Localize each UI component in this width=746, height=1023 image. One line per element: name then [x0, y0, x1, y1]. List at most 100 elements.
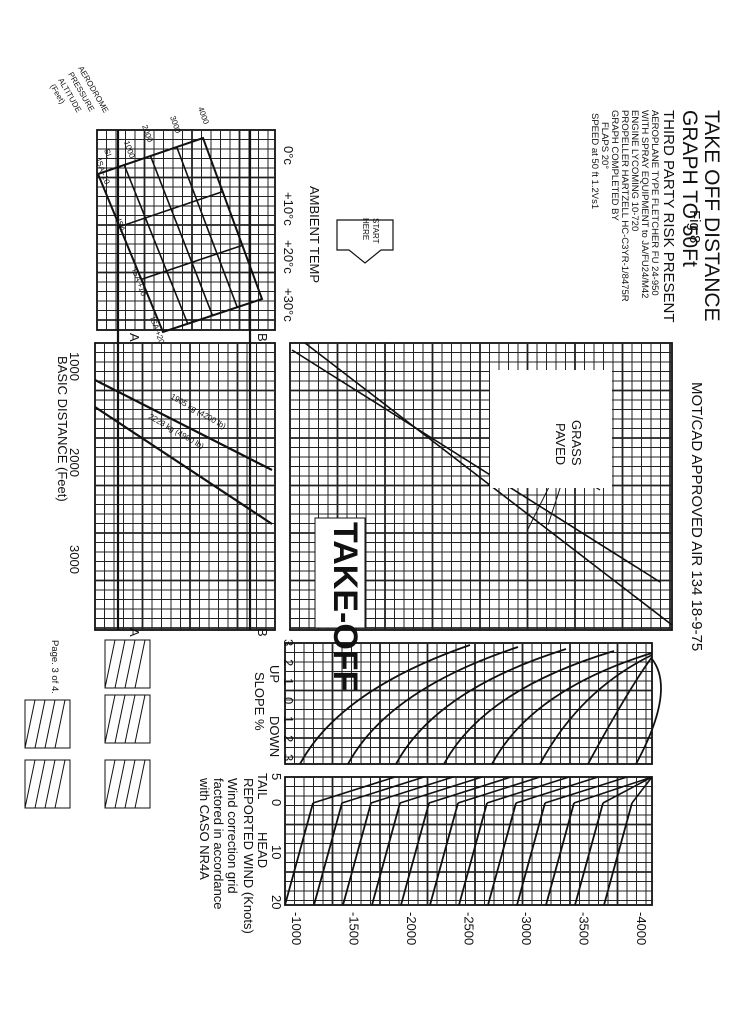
- altitude-label: SL: [102, 148, 114, 161]
- wind-head-line: [603, 802, 633, 906]
- result-distance-tick: -1500: [347, 912, 362, 945]
- wind-head-line: [574, 802, 604, 906]
- paved-label: PAVED: [553, 423, 568, 465]
- slope-tick: 0: [281, 697, 296, 704]
- result-distance-tick: -4000: [634, 912, 649, 945]
- wind-tail-line: [341, 776, 425, 804]
- surface-blank-area: [490, 370, 612, 488]
- ref-line-a-label: A: [127, 628, 142, 637]
- result-distance-tick: -2500: [462, 912, 477, 945]
- thumbnail-line: [34, 699, 46, 749]
- slope-curve: [347, 646, 519, 765]
- wind-tail-line: [602, 776, 653, 804]
- wind-head-line: [516, 802, 546, 906]
- temp-tick: +20°c: [281, 240, 296, 274]
- ref-line-b-label: B: [255, 628, 270, 637]
- paved-line: [291, 349, 661, 583]
- detail-line: ENGINE LYCOMING 10-720: [629, 110, 640, 231]
- thumbnail-line: [124, 694, 136, 744]
- wind-head-line: [400, 802, 430, 906]
- thumbnail-line: [134, 639, 146, 689]
- thumbnail-2: [104, 694, 151, 744]
- detail-line: GRAPH COMPLETED BY: [609, 110, 620, 222]
- result-distance-tick: -3000: [519, 912, 534, 945]
- grass-label: GRASS: [569, 420, 584, 466]
- slope-axis-label: SLOPE %: [252, 672, 267, 731]
- thumbnail-line: [124, 639, 136, 689]
- thumbnail-line: [134, 694, 146, 744]
- thumbnail-line: [104, 694, 116, 744]
- thumbnail-1: [104, 639, 151, 689]
- take-off-label: TAKE-OFF: [326, 522, 364, 691]
- start-label: START: [371, 218, 380, 244]
- thumbnail-line: [104, 759, 116, 809]
- chart-title: TAKE OFF DISTANCE: [700, 110, 723, 322]
- thumbnail-line: [104, 639, 116, 689]
- wind-tail-line: [544, 776, 628, 804]
- page-number: Page. 3 of 4.: [49, 640, 60, 694]
- wind-head-line: [429, 802, 459, 906]
- wind-tail-line: [312, 776, 396, 804]
- altitude-line: [123, 164, 189, 325]
- wind-head-line: [545, 802, 575, 906]
- wind-tail-line: [428, 776, 512, 804]
- basic-distance-grid: [94, 342, 276, 631]
- altitude-line: [149, 155, 214, 316]
- slope-curve: [395, 648, 567, 765]
- ref-line-b-label: B: [255, 333, 270, 342]
- thumbnail-frame: [104, 694, 151, 744]
- thumbnail-line: [134, 759, 146, 809]
- thumbnail-frame: [24, 759, 71, 809]
- distance-tick: 1000: [67, 352, 82, 381]
- temp-axis-label: AMBIENT TEMP: [307, 186, 322, 283]
- slope-curve: [539, 654, 653, 765]
- slope-curve: [587, 656, 653, 765]
- isa-label: ISA: [114, 218, 127, 234]
- slope-tick: 3: [281, 754, 296, 761]
- temp-tick: +10°c: [281, 192, 296, 226]
- temp-tick: +30°c: [281, 288, 296, 322]
- fig-label: Fig.8: [686, 210, 703, 243]
- slope-up-label: UP: [267, 665, 282, 683]
- wind-note: factored in accordance: [211, 778, 226, 910]
- temp-tick: 0°c: [281, 146, 296, 165]
- slope-down-label: DOWN: [267, 716, 282, 757]
- result-distance-ticks: -1000 -1500 -2000 -2500 -3000 -3500 -4000: [289, 912, 649, 945]
- thumbnail-frame: [24, 699, 71, 749]
- wind-note: Wind correction grid: [225, 778, 240, 894]
- thumbnail-frame: [104, 759, 151, 809]
- detail-line: WITH SPRAY EQUIPMENT to JA/FU24/M42: [639, 110, 650, 298]
- wind-note: with CASO NR4A: [197, 777, 212, 880]
- wind-grid-border: [284, 776, 653, 906]
- result-distance-tick: -2000: [404, 912, 419, 945]
- wind-head-line: [313, 802, 343, 906]
- wind-tail-line: [370, 776, 454, 804]
- altitude-label: 4000: [196, 106, 211, 126]
- slope-grid: [284, 642, 653, 765]
- wind-tick: 10: [269, 845, 284, 859]
- slope-tick: 1: [281, 678, 296, 685]
- thumbnail-line: [44, 699, 56, 749]
- result-distance-tick: -1000: [289, 912, 304, 945]
- here-label: HERE: [361, 218, 370, 240]
- altitude-line: [176, 146, 238, 308]
- wind-tick: 5: [269, 773, 284, 780]
- isa-line: [119, 190, 223, 228]
- slope-curve: [635, 658, 662, 765]
- detail-line: AEROPLANE TYPE FLETCHER FU 24-950: [649, 110, 660, 296]
- wind-tail-label: TAIL: [255, 773, 270, 800]
- chart-subtitle: GRAPH TO 50Ft: [678, 110, 701, 267]
- thumbnail-3: [24, 699, 71, 749]
- wind-tick: 20: [269, 895, 284, 909]
- wind-head-label: HEAD: [255, 832, 270, 868]
- thumbnail-line: [54, 699, 66, 749]
- distance-tick: 3000: [67, 545, 82, 574]
- slope-curve: [443, 650, 615, 765]
- weight-line-1905kg: [94, 379, 273, 471]
- wind-head-line: [487, 802, 517, 906]
- result-distance-tick: -3500: [577, 912, 592, 945]
- slope-tick: 1: [281, 716, 296, 723]
- detail-line: SPEED at 50 ft 1.2Vs1: [589, 113, 600, 209]
- thumbnail-line: [114, 639, 126, 689]
